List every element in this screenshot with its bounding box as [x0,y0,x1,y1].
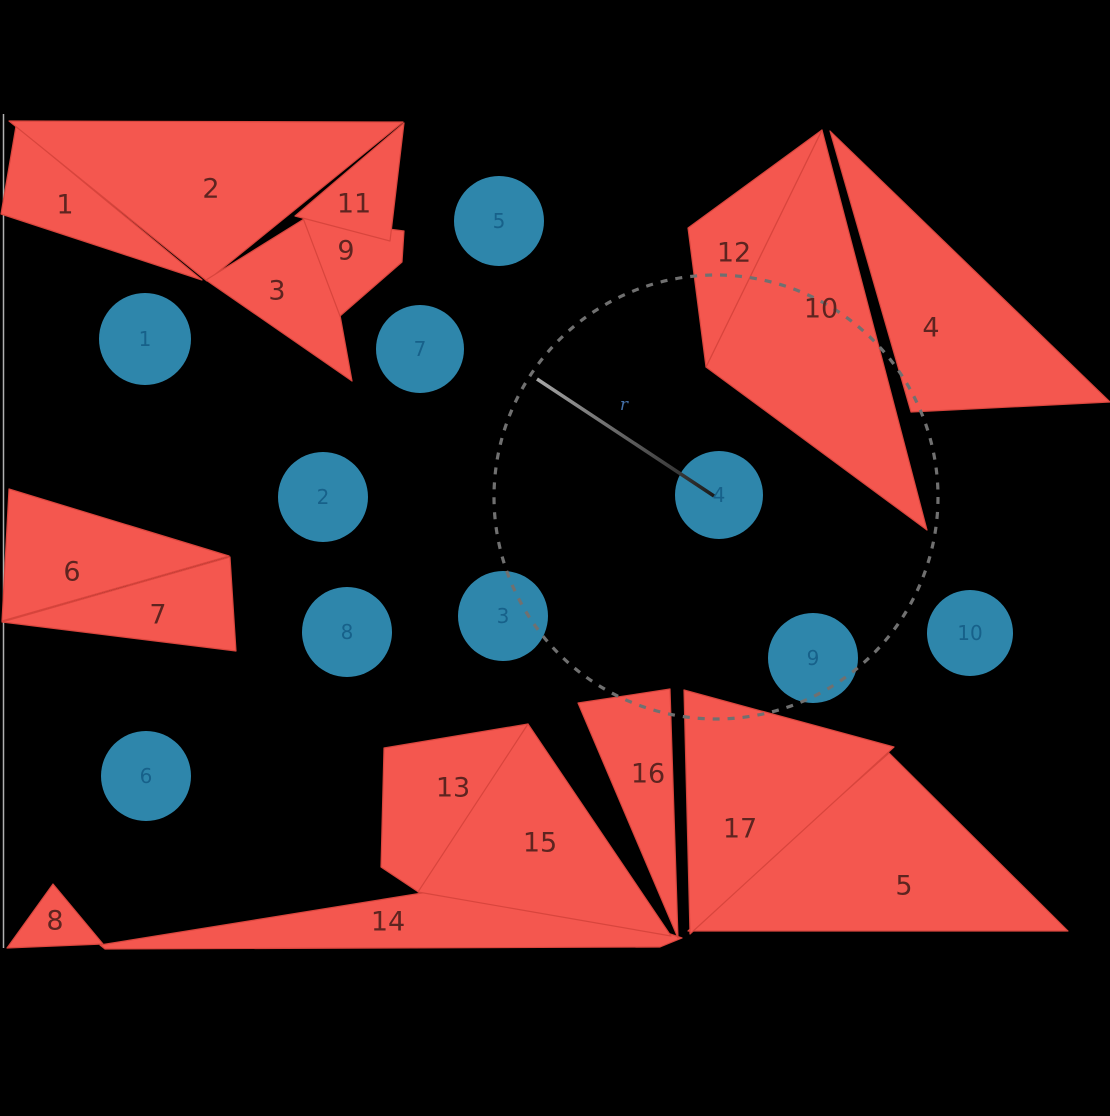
radius-line [536,377,715,498]
triangle-11 [294,122,405,242]
triangle-label-16: 16 [631,759,665,790]
triangle-8 [6,883,104,949]
circle-4 [675,451,763,539]
triangle-label-7: 7 [149,600,166,631]
circle-label-5: 5 [493,209,506,233]
triangle-label-13: 13 [436,773,470,804]
triangle-2 [8,120,404,282]
circle-label-6: 6 [140,764,153,788]
triangle-label-6: 6 [63,557,80,588]
circle-10 [927,590,1013,676]
triangle-label-4: 4 [922,313,939,344]
triangle-label-5: 5 [895,871,912,902]
circle-7 [376,305,464,393]
triangle-label-11: 11 [337,189,371,220]
triangle-label-10: 10 [804,294,838,325]
circle-9 [768,613,858,703]
circle-5 [454,176,544,266]
triangle-label-8: 8 [46,906,63,937]
circle-3 [458,571,548,661]
triangle-7 [1,556,237,652]
circle-6 [101,731,191,821]
circle-8 [302,587,392,677]
circle-label-9: 9 [807,646,820,670]
triangle-label-3: 3 [268,276,285,307]
circle-label-4: 4 [713,483,726,507]
circle-2 [278,452,368,542]
triangle-1 [0,125,203,281]
circle-label-7: 7 [414,337,427,361]
circle-label-8: 8 [341,620,354,644]
circle-1 [99,293,191,385]
triangle-4 [829,130,1110,413]
triangle-label-1: 1 [56,190,73,221]
triangle-label-15: 15 [523,828,557,859]
circle-label-3: 3 [497,604,510,628]
triangle-12 [687,129,823,368]
triangle-label-17: 17 [723,814,757,845]
query-circle-dashed [492,273,940,721]
triangle-17 [683,689,895,935]
circle-label-1: 1 [139,327,152,351]
triangle-16 [577,688,679,939]
circle-label-10: 10 [957,621,982,645]
triangle-label-9: 9 [337,236,354,267]
triangle-label-14: 14 [371,907,405,938]
triangle-15 [417,723,672,937]
triangle-label-2: 2 [202,174,219,205]
triangle-6 [1,488,230,622]
radius-label: r [620,395,629,415]
triangle-label-12: 12 [717,238,751,269]
circle-label-2: 2 [317,485,330,509]
